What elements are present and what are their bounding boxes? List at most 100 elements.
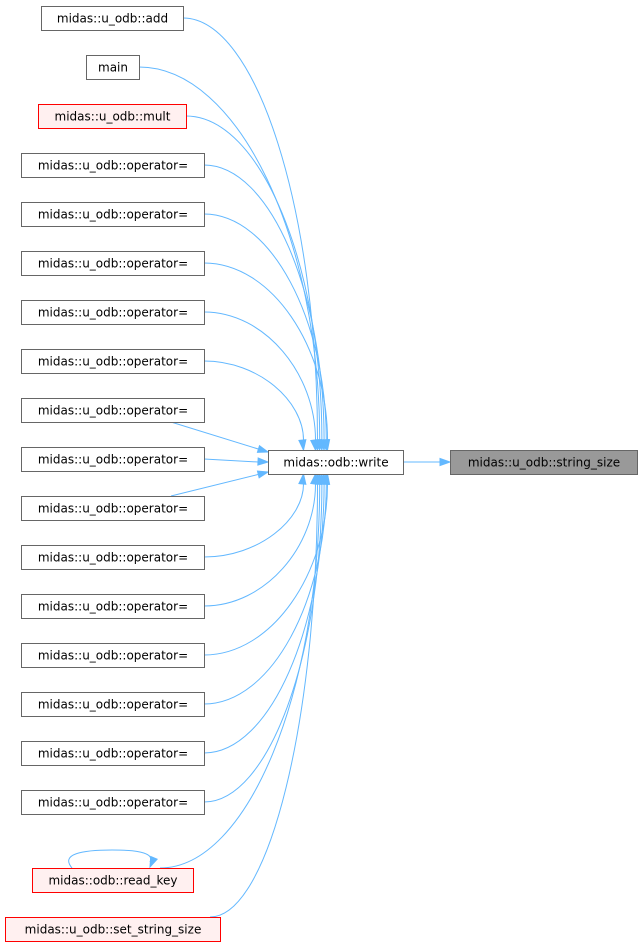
node-main[interactable]: main [86, 55, 140, 80]
edge-line [138, 66, 321, 441]
node-box [21, 692, 205, 717]
edge-line [203, 262, 328, 441]
node-label: midas::u_odb::operator= [38, 747, 188, 761]
node-label: midas::u_odb::add [57, 12, 168, 26]
node-op7[interactable]: midas::u_odb::operator= [21, 447, 205, 472]
node-label: midas::u_odb::operator= [38, 796, 188, 810]
node-box [21, 545, 205, 570]
node-box [21, 594, 205, 619]
edge-line [170, 471, 269, 497]
edge-line [203, 164, 325, 441]
edges-layer [68, 17, 452, 918]
node-box [21, 153, 205, 178]
node-op2[interactable]: midas::u_odb::operator= [21, 202, 205, 227]
edge-line [203, 458, 259, 463]
edge-add-to-write [182, 17, 321, 452]
node-label: midas::u_odb::mult [55, 110, 171, 124]
node-box [21, 398, 205, 423]
edge-line [203, 311, 316, 441]
arrowhead [312, 472, 321, 485]
node-op6[interactable]: midas::u_odb::operator= [21, 398, 205, 423]
node-op14[interactable]: midas::u_odb::operator= [21, 790, 205, 815]
edge-line [203, 483, 327, 705]
node-box [450, 450, 638, 475]
node-label: midas::u_odb::operator= [38, 453, 188, 467]
node-op1[interactable]: midas::u_odb::operator= [21, 153, 205, 178]
node-op11[interactable]: midas::u_odb::operator= [21, 643, 205, 668]
node-op5[interactable]: midas::u_odb::operator= [21, 349, 205, 374]
node-box [21, 643, 205, 668]
arrowhead [321, 439, 331, 452]
edge-line [185, 115, 323, 441]
node-box [41, 6, 184, 31]
node-write[interactable]: midas::odb::write [268, 450, 404, 475]
edge-op10-to-write [203, 472, 319, 607]
node-op13[interactable]: midas::u_odb::operator= [21, 741, 205, 766]
node-label: midas::u_odb::operator= [38, 600, 188, 614]
arrowhead [256, 444, 270, 453]
node-label: midas::u_odb::set_string_size [25, 923, 202, 937]
edge-set_string_size-to-write [209, 472, 321, 918]
edge-op9-to-write [203, 472, 307, 558]
node-mult[interactable]: midas::u_odb::mult [38, 104, 187, 129]
node-set-string-size[interactable]: midas::u_odb::set_string_size [5, 917, 221, 942]
edge-line [209, 483, 318, 918]
node-box [86, 55, 140, 80]
edge-line [203, 483, 325, 754]
edge-op2-to-write [203, 213, 330, 452]
node-box [21, 741, 205, 766]
edge-op8-to-write [170, 470, 270, 497]
node-box [5, 917, 221, 942]
node-label: midas::u_odb::string_size [468, 456, 620, 470]
edge-mult-to-write [185, 115, 325, 452]
node-read-key[interactable]: midas::odb::read_key [32, 868, 194, 893]
edge-op12-to-write [203, 472, 330, 705]
edge-line [203, 483, 304, 558]
node-label: midas::u_odb::operator= [38, 502, 188, 516]
edge-read_key-to-read_key [68, 849, 159, 869]
node-box [21, 202, 205, 227]
edge-op5-to-write [203, 360, 307, 452]
node-box [21, 447, 205, 472]
node-box [21, 496, 205, 521]
arrowhead [298, 439, 307, 452]
node-op3[interactable]: midas::u_odb::operator= [21, 251, 205, 276]
edge-op13-to-write [203, 472, 327, 754]
arrowhead [439, 457, 452, 467]
arrowhead [149, 855, 159, 869]
arrowhead [310, 439, 319, 452]
node-op9[interactable]: midas::u_odb::operator= [21, 545, 205, 570]
arrowhead [257, 457, 270, 466]
node-label: main [98, 61, 128, 75]
edge-line [170, 421, 269, 453]
node-op4[interactable]: midas::u_odb::operator= [21, 300, 205, 325]
node-box [38, 104, 187, 129]
edge-line [203, 213, 327, 441]
node-op8[interactable]: midas::u_odb::operator= [21, 496, 205, 521]
node-label: midas::u_odb::operator= [38, 159, 188, 173]
edge-line [182, 17, 318, 441]
node-label: midas::u_odb::operator= [38, 551, 188, 565]
node-box [21, 790, 205, 815]
node-label: midas::u_odb::operator= [38, 306, 188, 320]
edge-op7-to-write [203, 457, 270, 466]
edge-line [203, 360, 304, 441]
node-string-size[interactable]: midas::u_odb::string_size [450, 450, 638, 475]
node-add[interactable]: midas::u_odb::add [41, 6, 184, 31]
node-box [268, 450, 404, 475]
node-box [21, 251, 205, 276]
node-op12[interactable]: midas::u_odb::operator= [21, 692, 205, 717]
node-label: midas::odb::write [283, 456, 388, 470]
node-label: midas::u_odb::operator= [38, 649, 188, 663]
node-box [21, 349, 205, 374]
node-label: midas::u_odb::operator= [38, 355, 188, 369]
edge-op3-to-write [203, 262, 331, 452]
edge-line [203, 483, 316, 607]
node-label: midas::u_odb::operator= [38, 404, 188, 418]
nodes-layer: midas::u_odb::addmainmidas::u_odb::multm… [5, 6, 638, 942]
edge-op6-to-write [170, 421, 270, 453]
node-op10[interactable]: midas::u_odb::operator= [21, 594, 205, 619]
node-label: midas::u_odb::operator= [38, 698, 188, 712]
node-box [32, 868, 194, 893]
